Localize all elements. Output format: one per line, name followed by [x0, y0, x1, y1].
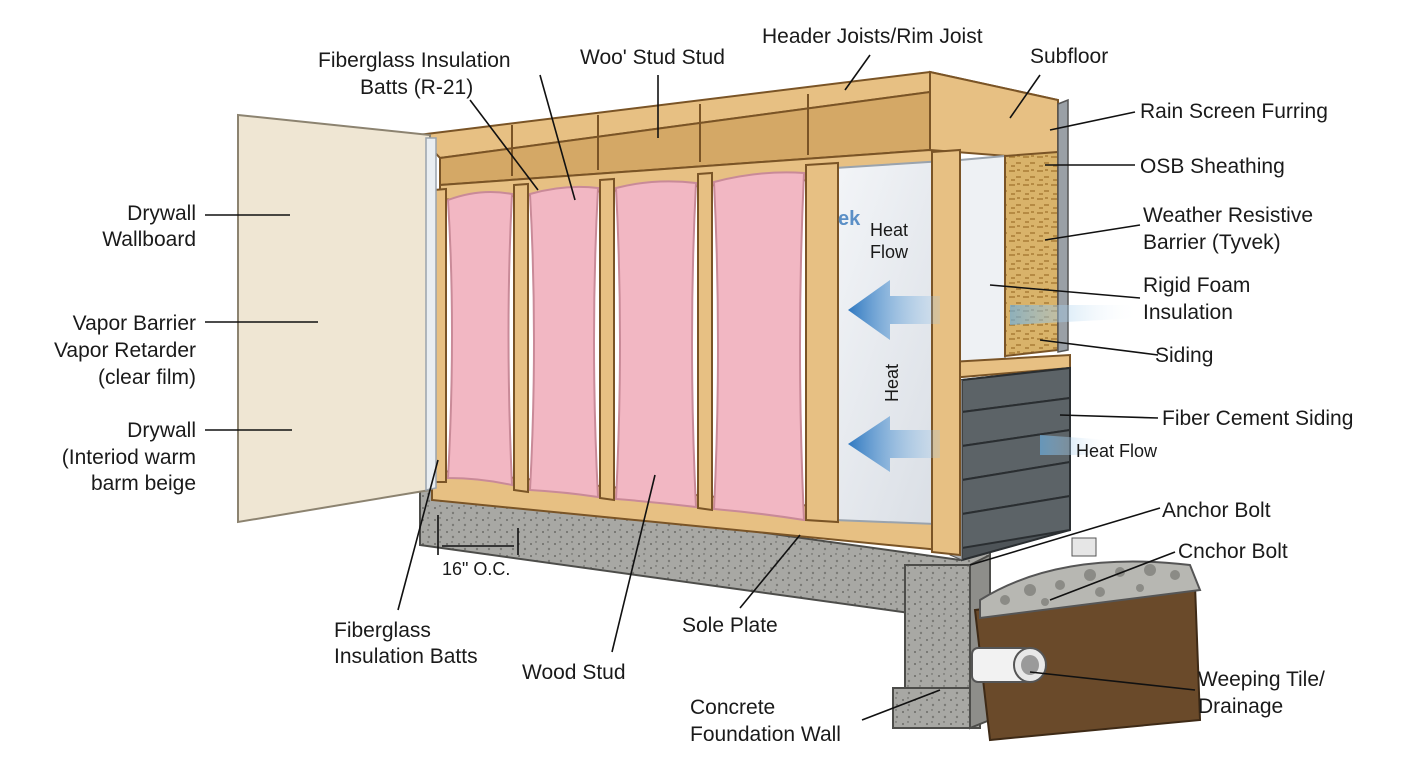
label-fiberglass-top-1: Fiberglass Insulation [318, 49, 511, 72]
label-fiberglass-bottom-1: Fiberglass [334, 619, 431, 642]
label-concrete-wall-2: Foundation Wall [690, 723, 841, 746]
label-drywall-interior-2: (Interiod warm [62, 446, 196, 469]
heat-arrow-upper [848, 280, 940, 340]
label-vapor-barrier-3: (clear film) [98, 366, 196, 389]
joist-bays [511, 94, 809, 176]
label-rain-screen: Rain Screen Furring [1140, 100, 1328, 123]
drywall-panel [237, 113, 431, 524]
label-anchor-bolt: Anchor Bolt [1162, 499, 1271, 522]
vapor-barrier-edge [425, 137, 437, 491]
label-rigid-foam-2: Insulation [1143, 301, 1233, 324]
label-weather-barrier-2: Barrier (Tyvek) [1143, 231, 1281, 254]
label-drywall-interior-3: barm beige [91, 472, 196, 495]
label-cnchor-bolt: Cnchor Bolt [1178, 540, 1288, 563]
labels: Fiberglass Insulation Batts (R-21) Woo' … [54, 25, 1353, 746]
fiber-cement-siding [949, 353, 1071, 562]
label-fiber-cement: Fiber Cement Siding [1162, 407, 1353, 430]
tyvek-heat-flow-line1: Heat [870, 220, 908, 240]
rain-screen-furring [1057, 98, 1069, 353]
label-siding: Siding [1155, 344, 1213, 367]
label-sole-plate: Sole Plate [682, 614, 778, 637]
label-header-joists: Header Joists/Rim Joist [762, 25, 983, 48]
label-subfloor: Subfloor [1030, 45, 1108, 68]
label-wood-stud-top: Woo' Stud Stud [580, 46, 725, 69]
label-concrete-wall-1: Concrete [690, 696, 775, 719]
label-drywall-wallboard-2: Wallboard [102, 228, 196, 251]
weeping-tile-pipe [971, 647, 1047, 683]
label-drywall-interior-1: Drywall [127, 419, 196, 442]
label-heat-flow-right: Heat Flow [1076, 441, 1158, 461]
tyvek-heat-flow-line2: Flow [870, 242, 909, 262]
osb-sheathing [1004, 150, 1059, 358]
heat-arrow-outer-lower [1040, 435, 1110, 455]
label-wood-stud-bottom: Wood Stud [522, 661, 626, 684]
label-spacing: 16" O.C. [442, 559, 510, 579]
tyvek-logo: ek [838, 208, 861, 230]
tyvek-heat-vertical: Heat [882, 364, 902, 402]
label-rigid-foam-1: Rigid Foam [1143, 274, 1250, 297]
label-weather-barrier-1: Weather Resistive [1143, 204, 1313, 227]
insulation-batts [446, 171, 806, 522]
label-fiberglass-bottom-2: Insulation Batts [334, 645, 478, 668]
heat-flow-arrows [848, 280, 1140, 472]
heat-arrow-lower [848, 416, 940, 472]
label-osb: OSB Sheathing [1140, 155, 1285, 178]
concrete-foundation [419, 483, 991, 730]
label-weeping-tile-1: Weeping Tile/ [1198, 668, 1325, 691]
label-drywall-wallboard-1: Drywall [127, 202, 196, 225]
label-vapor-barrier-2: Vapor Retarder [54, 339, 196, 362]
label-fiberglass-top-2: Batts (R-21) [360, 76, 473, 99]
label-weeping-tile-2: Drainage [1198, 695, 1283, 718]
anchor-bolt-plate [1071, 537, 1097, 557]
leader-lines [205, 54, 1196, 721]
heat-arrow-outer-upper [1010, 305, 1140, 325]
soil-gravel-drainage [971, 537, 1202, 742]
rigid-foam-insulation [959, 154, 1006, 367]
label-vapor-barrier-1: Vapor Barrier [73, 312, 196, 335]
